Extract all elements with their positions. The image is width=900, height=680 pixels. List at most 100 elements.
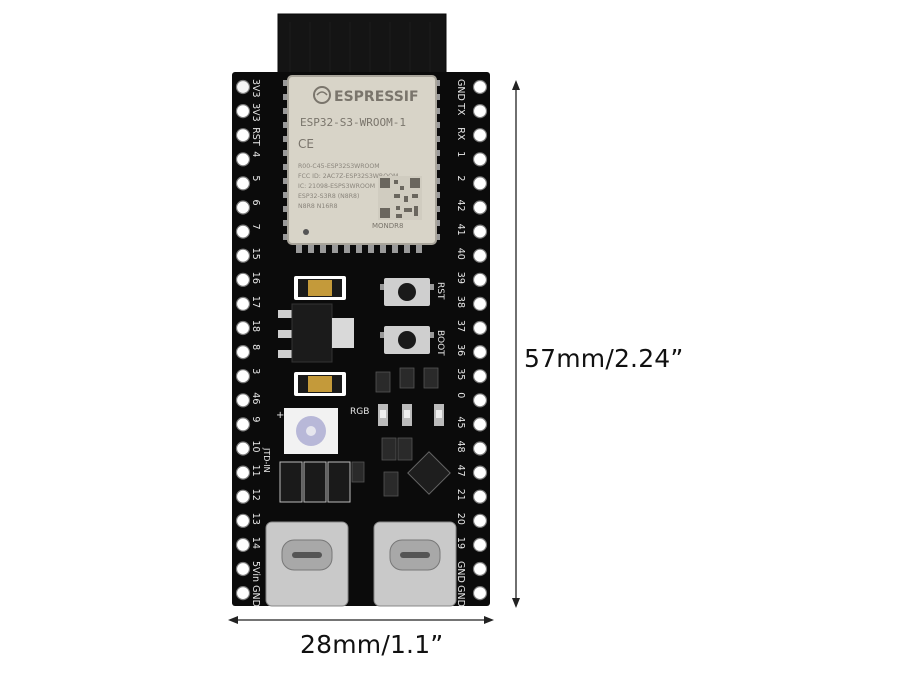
pin-label: 14 (250, 537, 261, 549)
header-hole (235, 489, 251, 504)
module-lot: MONDR8 (372, 222, 404, 230)
pin-label: 5Vin (250, 561, 261, 582)
pin-label: 3 (250, 368, 261, 374)
boot-button[interactable] (380, 326, 434, 354)
header-hole (472, 345, 488, 360)
pin-label: 5 (250, 175, 261, 181)
pin-label: TX (455, 102, 466, 116)
usb-c-port-right[interactable] (373, 521, 457, 607)
pin-label: 46 (250, 392, 261, 404)
pin-label: 2 (455, 175, 466, 181)
header-hole (472, 248, 488, 263)
jtag-label: JTD-IN (262, 447, 271, 473)
header-hole (472, 79, 488, 95)
pin-label: 19 (455, 537, 466, 549)
pin-label: 12 (250, 489, 261, 501)
header-hole (235, 224, 251, 239)
fine-print-line: R00-C45-ESP32S3WROOM (298, 163, 380, 170)
header-hole (472, 128, 488, 143)
rst-button[interactable] (380, 278, 434, 306)
header-hole (235, 345, 251, 360)
fine-print-line: FCC ID: 2AC7Z-ESP32S3WROOM (298, 173, 398, 180)
header-hole (235, 79, 251, 95)
header-hole (235, 465, 251, 480)
left-header-holes (235, 79, 251, 601)
width-dimension-label: 28mm/1.1” (300, 630, 444, 659)
capacitor-bottom (294, 372, 346, 396)
header-hole (472, 513, 488, 528)
pin-label: 17 (250, 296, 261, 308)
antenna-area (277, 13, 447, 79)
fine-print-line: N8R8 N16R8 (298, 203, 338, 210)
header-hole (235, 393, 251, 408)
pin-label: 1 (455, 151, 466, 157)
header-hole (235, 513, 251, 528)
pin-label: 41 (455, 224, 466, 236)
pin-label: 8 (250, 344, 261, 350)
pin-label: 39 (455, 272, 466, 284)
left-pin-labels: 3V33V3RST4567151617188346910111213145Vin… (250, 79, 261, 607)
header-hole (472, 320, 488, 336)
fine-print-line: ESP32-S3R8 (N8R8) (298, 193, 359, 200)
pin-label: 15 (250, 248, 261, 260)
pin-label: 38 (455, 296, 466, 308)
pin-label: 9 (250, 416, 261, 422)
pin-label: GND (455, 561, 466, 583)
pin-label: 47 (455, 465, 466, 477)
header-hole (235, 417, 251, 432)
header-hole (472, 585, 488, 601)
header-hole (472, 369, 488, 384)
pin-label: RX (455, 127, 466, 141)
boot-label: BOOT (435, 330, 445, 356)
pin-label: 21 (455, 489, 466, 501)
pin-label: GND (250, 585, 261, 607)
header-hole (472, 200, 488, 215)
pin-label: GND (455, 585, 466, 607)
pin-label: 13 (250, 513, 261, 525)
header-hole (235, 152, 251, 167)
header-hole (472, 441, 488, 456)
module-fine-print: R00-C45-ESP32S3WROOM FCC ID: 2AC7Z-ESP32S… (298, 163, 398, 210)
header-hole (235, 296, 251, 311)
pin-label: 16 (250, 272, 261, 284)
status-leds (378, 404, 444, 426)
usb-hub-chip (407, 451, 451, 495)
pin-label: 10 (250, 441, 261, 453)
header-hole (235, 320, 251, 336)
pin-label: 0 (455, 392, 466, 398)
height-dimension-label: 57mm/2.24” (524, 344, 684, 373)
header-hole (235, 272, 251, 287)
header-hole (472, 152, 488, 167)
pin-label: RST (250, 127, 261, 146)
capacitor-top (294, 276, 346, 300)
height-dimension-line (512, 80, 520, 608)
usb-c-port-left[interactable] (265, 521, 349, 607)
header-hole (472, 537, 488, 553)
pin-label: 45 (455, 416, 466, 428)
rgb-led (284, 408, 338, 454)
module-brand: ESPRESSIF (334, 89, 419, 105)
pin-label: 48 (455, 441, 466, 453)
header-hole (472, 465, 488, 480)
module-model: ESP32-S3-WROOM-1 (300, 116, 406, 129)
ce-mark: CE (298, 137, 314, 151)
pin-label: 20 (455, 513, 466, 525)
svg-text:+: + (276, 410, 284, 421)
pin-label: GND (455, 79, 466, 101)
pin-label: 11 (250, 465, 261, 477)
header-hole (472, 393, 488, 408)
fine-print-line: IC: 21098-ESPS3WROOM (298, 183, 375, 190)
width-dimension-line (228, 616, 494, 624)
protection-diodes (279, 461, 351, 503)
header-hole (235, 248, 251, 263)
pin-label: 42 (455, 200, 466, 212)
espressif-logo-icon (313, 86, 331, 104)
rgb-label: RGB (350, 407, 369, 417)
pin-label: 7 (250, 224, 261, 230)
header-hole (235, 561, 251, 577)
voltage-regulator (278, 303, 354, 363)
header-hole (472, 296, 488, 311)
header-hole (235, 441, 251, 456)
